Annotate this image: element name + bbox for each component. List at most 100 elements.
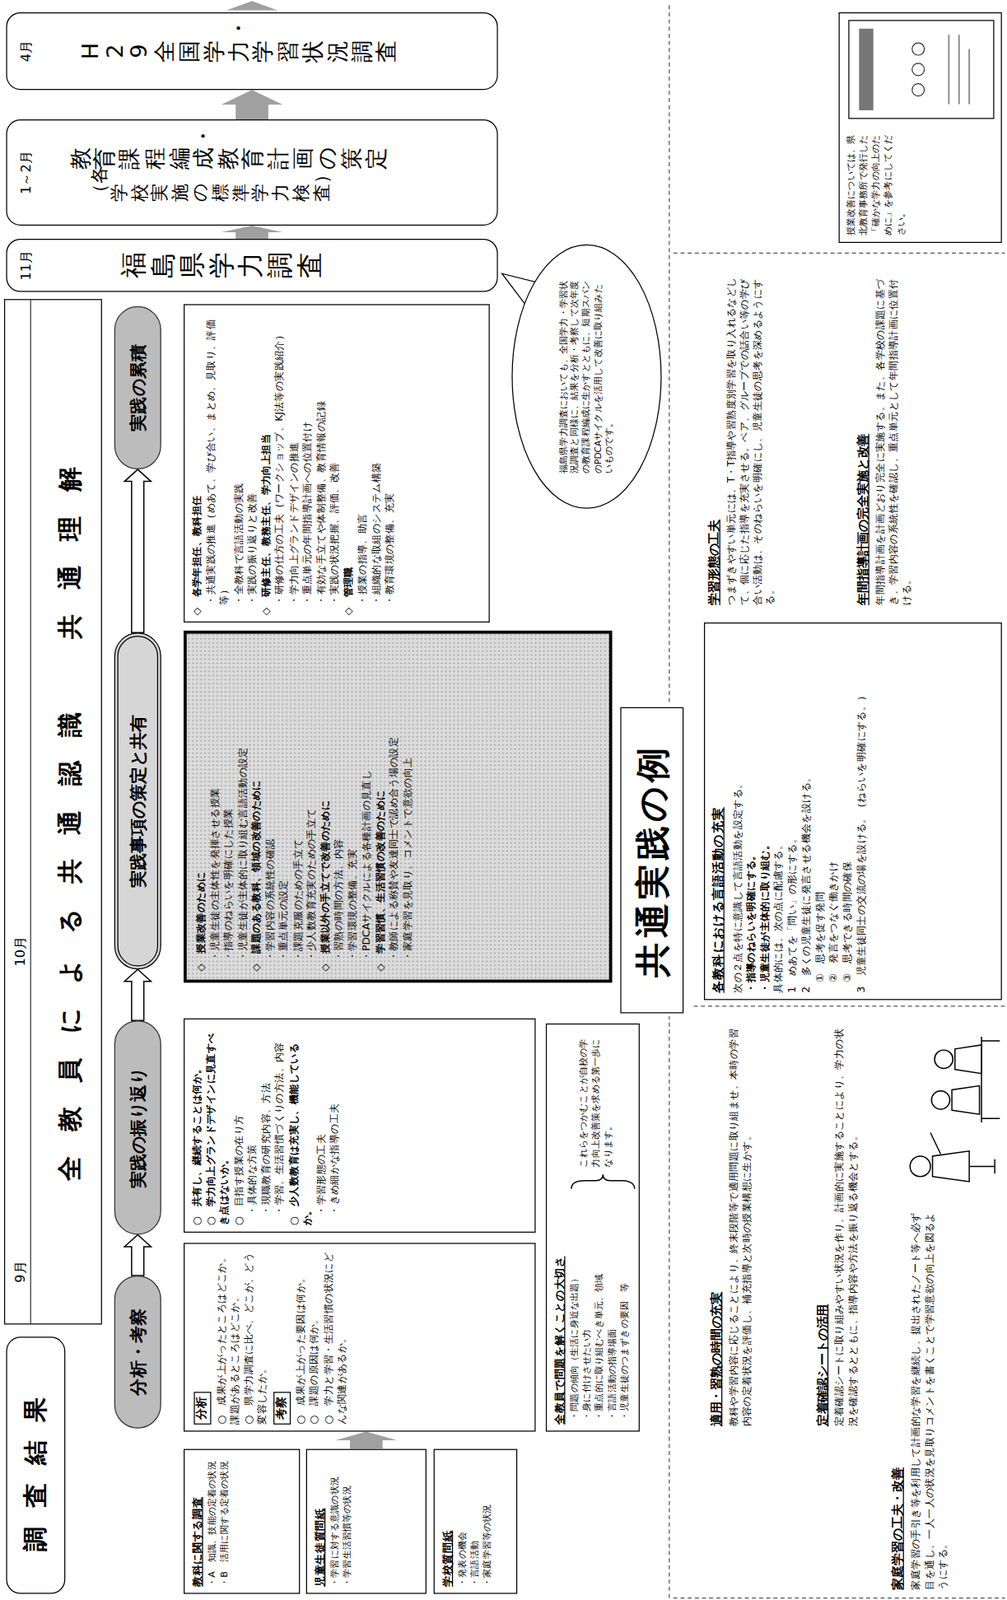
node-text: 9月 bbox=[11, 1260, 30, 1283]
student-body bbox=[955, 1044, 982, 1074]
booklet-lines bbox=[948, 34, 970, 104]
node-text: 4月 bbox=[17, 13, 36, 89]
node-text: 全教員による共通認識 共通理解 bbox=[54, 299, 88, 1324]
node-text: ・児童生徒のつまずきの要因 等 bbox=[618, 1183, 631, 1424]
node-text: ・PDCAサイクルによる各種計画の見直し bbox=[358, 641, 373, 971]
node-text: ② 発言をつなぐ働きかけ bbox=[826, 629, 841, 994]
card-heading: 学習形態の工夫 bbox=[705, 273, 723, 606]
node-text: 1 めあてを「問い」の形にする。 bbox=[785, 629, 800, 994]
node-text: ・共通実践の推進（めあて、学び合い、まとめ、見取り、評価等） bbox=[203, 311, 231, 616]
card-text: 年間指導計画を計画どおり完全に実施する。また、各学校の課題に基づき、学習内容の系… bbox=[874, 273, 914, 606]
node-text: ・学習に対する意識の状況 bbox=[328, 1455, 341, 1587]
node-text: ・学習内容の系統性の確認 bbox=[262, 641, 277, 971]
heading-text: 分析 bbox=[193, 1391, 211, 1425]
card-text: つまずきやすい単元には、T・T指導や習熟度別学習を取り入れるなどして、個に応じた… bbox=[725, 273, 779, 606]
review-box: ○ 共有し、継続することは何か。○ 学力向上グランドデザインに見直すべき点はない… bbox=[183, 1018, 536, 1233]
classroom-illustration bbox=[909, 1036, 1000, 1182]
node-text: ・具体的な方策 bbox=[244, 1025, 259, 1226]
node-text: これらをつかむことが自校の学力向上改善策を求める第一歩になります。 bbox=[577, 1032, 615, 1168]
section-title: 共通実践の例 bbox=[620, 707, 684, 1014]
node-text: 1～2月 bbox=[17, 120, 36, 224]
flow-arrow bbox=[124, 969, 151, 1021]
booklet-title-bar bbox=[858, 28, 873, 111]
questionnaire-box: 学校質問紙・発表の機会・言語活動・家庭学習等の状況 bbox=[433, 1449, 518, 1595]
student-head bbox=[934, 1049, 953, 1068]
node-text: ・家庭学習を見取り、コメントで意欲の向上 bbox=[400, 641, 415, 971]
timeline-box: 4月 H29全国学力・学習状況調査 bbox=[5, 12, 498, 90]
node-text: ・教育環境の整備、充実 bbox=[382, 311, 397, 616]
node-text: 共通実践の例 bbox=[626, 713, 678, 1006]
accumulation-box: ◇ 各学年担任、教科担任・共通実践の推進（めあて、学び合い、まとめ、見取り、評価… bbox=[183, 303, 490, 623]
node-text: ・重点単元の設定 bbox=[276, 641, 291, 971]
booklet-figure bbox=[912, 63, 925, 76]
node-text: ・言語活動の指導場面 bbox=[606, 1183, 619, 1424]
reference-box: 授業改善については、県北教育事務所で発行した「確かな学力の向上のために」を参考に… bbox=[839, 12, 1003, 243]
node-text: ・研修の仕方の工夫（ワークショップ、KJ法等の実践紹介） bbox=[272, 311, 287, 616]
block-arrow bbox=[221, 225, 283, 239]
node-text: ・重点単元の年間指導計画への位置付け bbox=[299, 311, 314, 616]
node-text: 具体的には、次の点に配慮する。 bbox=[771, 629, 786, 994]
card-heading: 家庭学習の工夫・改善 bbox=[889, 1212, 906, 1590]
block-arrow bbox=[221, 89, 283, 120]
node-text: ◇ 授業以外の手立てで改善のために bbox=[317, 641, 332, 971]
node-text: ・きめ細かな指導の工夫 bbox=[327, 1025, 342, 1226]
step-pill: 実践の振り返り bbox=[114, 1020, 162, 1235]
heading-text: 全教員で問題を解くことの大切さ bbox=[551, 1030, 567, 1425]
node-text: 3 児童生徒同士の交流の場を設ける。（ねらいを明確にする。） bbox=[854, 629, 869, 994]
node-text: ・授業の指導、助言 bbox=[354, 311, 369, 616]
node-text: ○ 共有し、継続することは何か。 bbox=[189, 1025, 204, 1226]
questionnaire-box: 児童生徒質問紙・学習に対する意識の状況・学習生活習慣等の状況 bbox=[306, 1449, 427, 1595]
timeline-box: 1～2月教育課程編成・教育計画の策定（各学校実施の標準学力検査） bbox=[5, 119, 498, 226]
card-text: 定着確認シートに取り組みやすい状況を作り、計画的に実施することにより、学力の状況… bbox=[833, 1028, 860, 1427]
node-text: ◇ 学習習慣、生活習慣の改善のために bbox=[372, 641, 387, 971]
block-arrow bbox=[335, 1431, 397, 1450]
node-text: ○ 少人数教育は充実し、機能しているか。 bbox=[286, 1025, 314, 1226]
node-text: ・学習形態の工夫 bbox=[313, 1025, 328, 1226]
card-heading: 年間指導計画の完全実施と改善 bbox=[854, 273, 872, 606]
booklet-figure bbox=[912, 83, 925, 97]
step-pill: 分析・考察 bbox=[114, 1275, 162, 1429]
flow-arrow bbox=[124, 469, 151, 633]
card-text: 家庭学習の手引き等を利用して計画的な学習を継続し、提出されたノート等へ必ず目を通… bbox=[909, 1212, 950, 1590]
band-divider bbox=[30, 299, 32, 1324]
node-text: ・習熟の時間の方法、内容 bbox=[331, 641, 346, 971]
node-text: ○ 県学力調査に比べ、どこが、どう変容したか。 bbox=[241, 1249, 269, 1425]
desk bbox=[981, 1036, 1000, 1123]
node-text: ・児童生徒の主体性を発揮させる授業 bbox=[207, 641, 222, 971]
booklet-thumbnail bbox=[848, 20, 994, 119]
heading-text: 児童生徒質問紙 bbox=[312, 1455, 327, 1587]
timeline-box: 11月福島県学力調査 bbox=[5, 238, 498, 292]
step-pill: 実践事項の策定と共有 bbox=[114, 632, 162, 970]
bubble-ellipse bbox=[512, 244, 662, 509]
timeline-arrow bbox=[226, 0, 278, 10]
node-text: ・現職教育の研究内容、方法 bbox=[258, 1025, 273, 1226]
heading-text: 教科に関する調査 bbox=[189, 1455, 205, 1587]
survey-box: 教科に関する調査・A 知識、技能の定着の状況・B 活用に関する定着の状況 bbox=[183, 1449, 300, 1595]
node-text: ・組織的な取組のシステム構築 bbox=[368, 311, 383, 616]
node-text: 実践の振り返り bbox=[125, 1067, 150, 1189]
heading-text: 各教科における言語活動の充実 bbox=[709, 629, 728, 994]
node-text: ・指導のねらいを明確にする。 bbox=[744, 629, 759, 994]
teacher-arm bbox=[930, 1132, 941, 1154]
node-text: ◇ 研修主任、教務主任、学力向上担当 bbox=[258, 311, 273, 616]
node-text: ③ 思考できる時間の確保 bbox=[840, 629, 855, 994]
node-text: ・児童生徒が主体的に取り組む言語活動の設定 bbox=[235, 641, 250, 971]
dashed-frame bbox=[669, 2, 1006, 1599]
result-box: 調査結果 bbox=[5, 1336, 66, 1594]
student-body bbox=[951, 1085, 980, 1115]
node-text: ・学習、生活習慣づくりの方法、内容 bbox=[272, 1025, 287, 1226]
flow-arrow bbox=[124, 1234, 151, 1276]
node-text: H29全国学力・学習状況調査 bbox=[78, 39, 400, 62]
teacher-body bbox=[932, 1151, 996, 1182]
callout-bubble: 福島県学力調査においても、全国学力・学習状況調査と同様に、結果を分析・考察して次… bbox=[510, 242, 664, 511]
node-text: 11月 bbox=[17, 239, 36, 291]
node-text: ○ 成果が上がったところはどこか。課題があるところはどこか。 bbox=[214, 1249, 242, 1425]
node-text: 授業改善については、県北教育事務所で発行した「確かな学力の向上のために」を参考に… bbox=[844, 129, 907, 236]
node-text: ◇ 課題のある教科、領域の改善のために bbox=[248, 641, 263, 971]
node-text: ・学力向上グランドデザインの推進 bbox=[286, 311, 301, 616]
node-text: ・実践の状況把握、評価、改善 bbox=[327, 311, 342, 616]
node-text: ・B 活用に関する定着の状況 bbox=[219, 1455, 232, 1587]
booklet-cover bbox=[848, 20, 994, 119]
node-text: ・家庭学習等の状況 bbox=[480, 1455, 494, 1587]
note-box: 全教員で問題を解くことの大切さ・問題の傾向（生活に身近な出題）・身に付けさせたい… bbox=[545, 1023, 640, 1432]
